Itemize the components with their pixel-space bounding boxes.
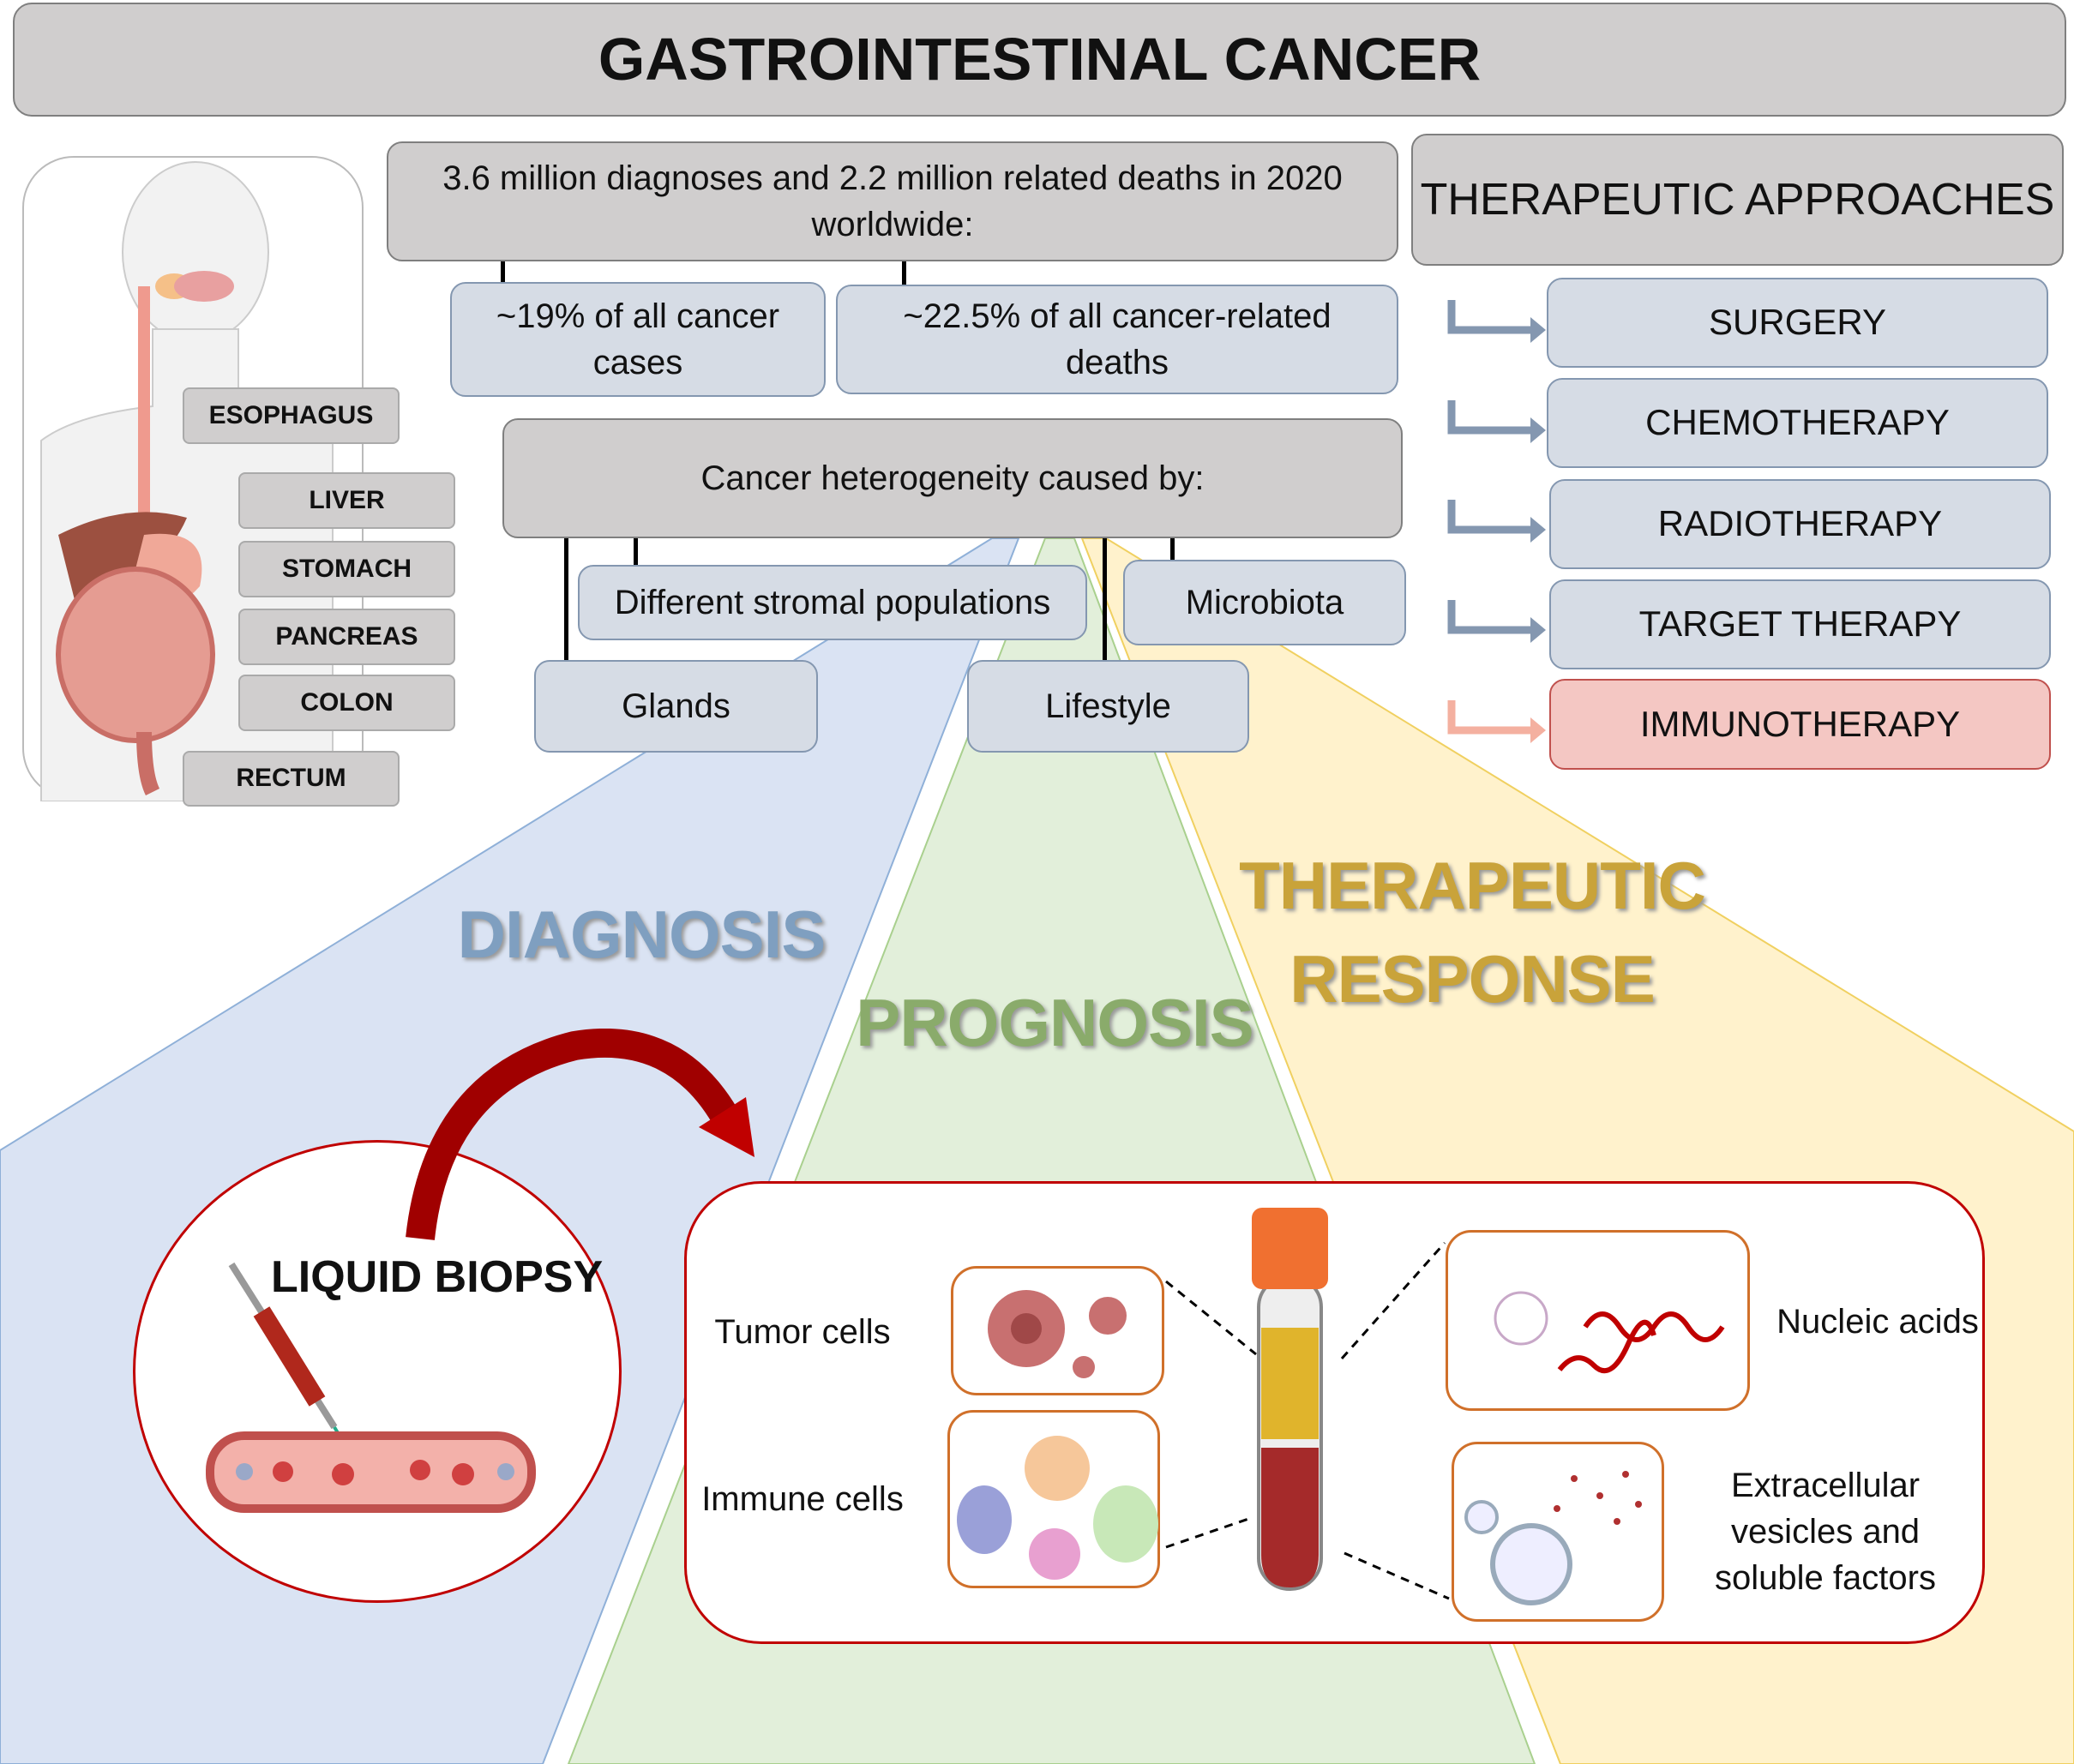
liquid-biopsy-circle bbox=[133, 1140, 622, 1603]
connector bbox=[1170, 538, 1175, 560]
therapy-target: TARGET THERAPY bbox=[1549, 579, 2051, 669]
blood-vessel-icon bbox=[206, 1431, 536, 1513]
therapy-surgery: SURGERY bbox=[1547, 278, 2048, 368]
diagnosis-label: DIAGNOSIS bbox=[457, 897, 827, 972]
page-title: GASTROINTESTINAL CANCER bbox=[13, 3, 2066, 117]
therapy-radiotherapy: RADIOTHERAPY bbox=[1549, 479, 2051, 569]
dashed-connectors bbox=[1165, 1242, 1450, 1600]
connector bbox=[902, 261, 906, 285]
organ-label-esophagus: ESOPHAGUS bbox=[183, 387, 400, 444]
immune-cell-icon bbox=[957, 1436, 1158, 1580]
tumor-cells-box bbox=[951, 1266, 1164, 1395]
organ-label-liver: LIVER bbox=[238, 472, 455, 529]
nucleic-acids-label: Nucleic acids bbox=[1776, 1303, 1979, 1341]
deaths-percentage: ~22.5% of all cancer-related deaths bbox=[836, 285, 1398, 394]
organ-label-stomach: STOMACH bbox=[238, 541, 455, 597]
extracellular-vesicles-label-2: vesicles and bbox=[1730, 1513, 1921, 1551]
biopsy-arrow-icon bbox=[406, 1029, 754, 1240]
cause-stromal: Different stromal populations bbox=[578, 565, 1087, 640]
extracellular-vesicles-label-3: soluble factors bbox=[1715, 1559, 1936, 1597]
cause-lifestyle: Lifestyle bbox=[967, 660, 1249, 753]
tumor-cell-icon bbox=[988, 1290, 1127, 1378]
prognosis-label: PROGNOSIS bbox=[856, 985, 1253, 1060]
connector bbox=[564, 538, 568, 660]
tumor-cells-label: Tumor cells bbox=[714, 1313, 891, 1351]
organ-label-colon: COLON bbox=[238, 675, 455, 731]
blood-tube-icon bbox=[1252, 1208, 1328, 1591]
dna-icon bbox=[1494, 1291, 1725, 1374]
organ-label-rectum: RECTUM bbox=[183, 751, 400, 807]
therapy-arrows bbox=[1447, 300, 1546, 743]
connector bbox=[501, 261, 505, 282]
cause-glands: Glands bbox=[534, 660, 818, 753]
arrow-icon bbox=[1447, 500, 1530, 534]
syringe-icon bbox=[228, 1262, 349, 1450]
arrow-icon bbox=[1447, 600, 1530, 634]
therapy-immunotherapy: IMMUNOTHERAPY bbox=[1549, 679, 2051, 770]
therapy-chemotherapy: CHEMOTHERAPY bbox=[1547, 378, 2048, 468]
connector bbox=[634, 538, 638, 565]
therapeutic-response-label-2: RESPONSE bbox=[1289, 941, 1655, 1017]
immune-cells-box bbox=[947, 1410, 1160, 1588]
arrow-icon bbox=[1447, 700, 1530, 735]
liquid-biopsy-title: LIQUID BIOPSY bbox=[271, 1252, 604, 1302]
organ-label-pancreas: PANCREAS bbox=[238, 609, 455, 665]
heterogeneity-title: Cancer heterogeneity caused by: bbox=[502, 418, 1403, 538]
extracellular-vesicles-box bbox=[1452, 1442, 1664, 1622]
statistics-headline: 3.6 million diagnoses and 2.2 million re… bbox=[387, 141, 1398, 261]
arrow-icon bbox=[1447, 400, 1530, 435]
nucleic-acids-box bbox=[1446, 1230, 1750, 1411]
therapeutic-response-label-1: THERAPEUTIC bbox=[1239, 848, 1706, 923]
syringe-blood-vessel-illustration bbox=[206, 1262, 536, 1513]
connector bbox=[1103, 538, 1107, 660]
arrow-icon bbox=[1447, 300, 1530, 334]
cases-percentage: ~19% of all cancer cases bbox=[450, 282, 826, 397]
immune-cells-label: Immune cells bbox=[701, 1480, 904, 1518]
blood-components-panel bbox=[684, 1181, 1985, 1644]
extracellular-vesicles-label-1: Extracellular bbox=[1730, 1467, 1921, 1504]
cause-microbiota: Microbiota bbox=[1123, 560, 1406, 645]
vesicle-icon bbox=[1464, 1471, 1642, 1605]
therapeutic-approaches-title: THERAPEUTIC APPROACHES bbox=[1411, 134, 2064, 266]
